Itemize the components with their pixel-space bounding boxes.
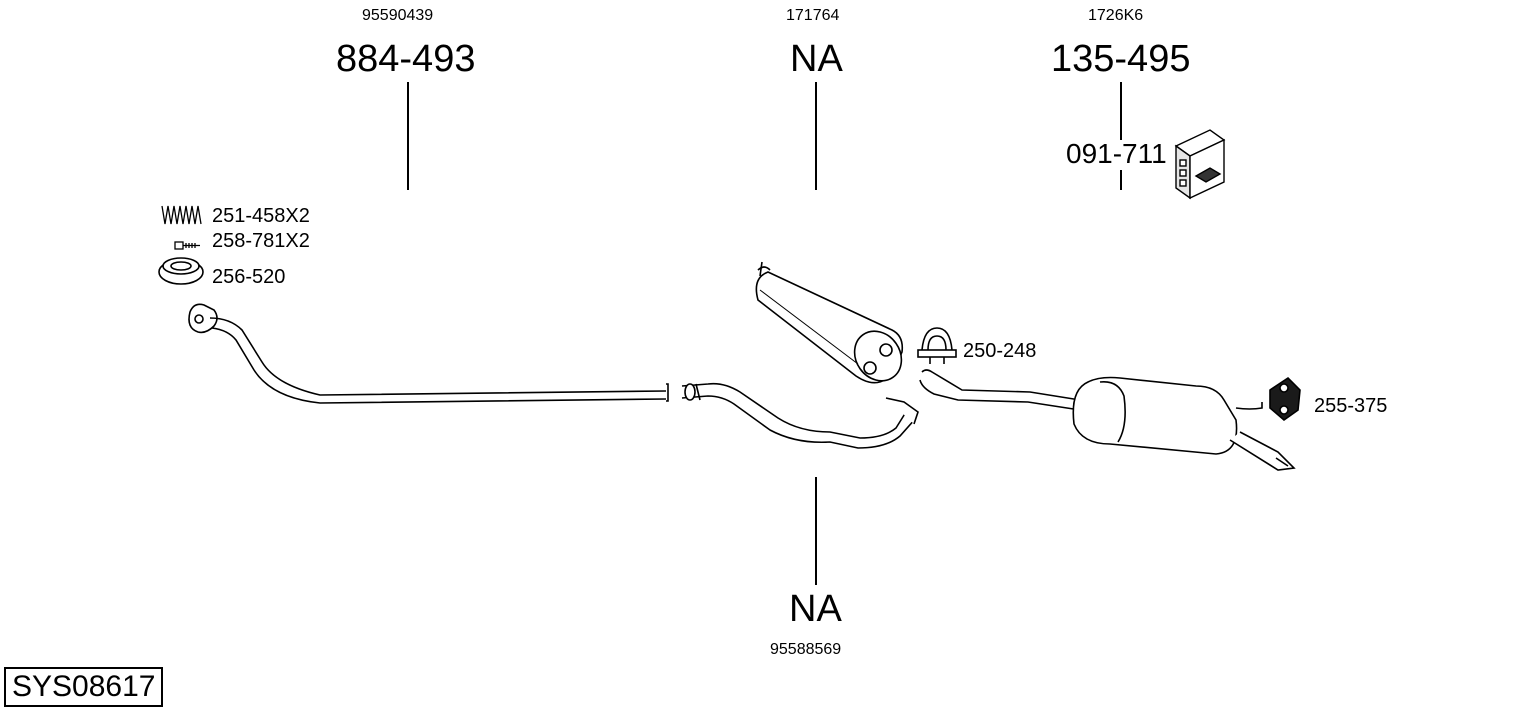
gasket-ring-part-number: 256-520 bbox=[212, 266, 286, 288]
front-pipe-part bbox=[188, 303, 669, 404]
rear-silencer-oem-ref: 1726K6 bbox=[1088, 7, 1144, 24]
spring-part-number: 251-458X2 bbox=[212, 205, 310, 227]
system-code-box: SYS08617 bbox=[4, 667, 164, 707]
middle-silencer-part bbox=[755, 261, 904, 384]
rubber-mount-part-number: 255-375 bbox=[1314, 395, 1388, 417]
front-pipe-part-number: 884-493 bbox=[336, 38, 476, 80]
connecting-pipe-oem-ref: 95588569 bbox=[770, 641, 842, 658]
middle-silencer-part-number: NA bbox=[790, 38, 843, 80]
rear-silencer-part-number: 135-495 bbox=[1051, 38, 1191, 80]
mounting-kit-part-number: 091-711 bbox=[1066, 138, 1167, 169]
bolt-icon bbox=[174, 241, 200, 250]
clamp-icon bbox=[917, 327, 957, 364]
clamp-part-number: 250-248 bbox=[963, 340, 1037, 362]
connecting-pipe-part bbox=[681, 382, 919, 449]
rubber-mount-icon bbox=[1269, 376, 1301, 422]
gasket-ring-icon bbox=[158, 257, 204, 285]
middle-silencer-oem-ref: 171764 bbox=[786, 7, 840, 24]
connecting-pipe-part-number: NA bbox=[789, 588, 842, 630]
mounting-kit-box-icon bbox=[1174, 129, 1226, 200]
bolt-part-number: 258-781X2 bbox=[212, 230, 310, 252]
rear-silencer-part bbox=[919, 369, 1296, 471]
leader-lines bbox=[407, 82, 1122, 585]
spring-icon bbox=[161, 205, 202, 225]
front-pipe-oem-ref: 95590439 bbox=[362, 7, 434, 24]
